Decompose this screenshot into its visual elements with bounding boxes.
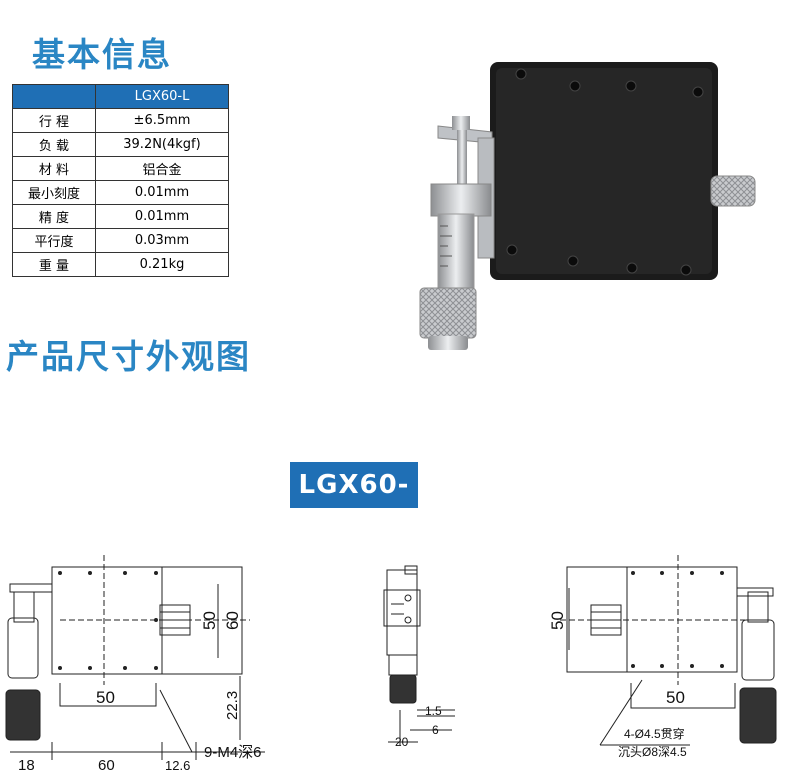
dim-side-20: 20 <box>395 735 409 749</box>
side-view <box>383 565 455 745</box>
dim-bottom-50-horizontal: 50 <box>666 688 685 707</box>
stage-screw-holes <box>506 68 704 276</box>
dim-side-1-5: 1.5 <box>425 704 442 718</box>
bottom-view <box>560 555 777 746</box>
spec-header-row: LGX60-L <box>12 84 229 109</box>
tap-hole-note: 9-M4深6 <box>204 744 262 761</box>
through-hole-note: 4-Ø4.5贯穿 <box>624 726 685 741</box>
spec-header-blank <box>12 84 96 109</box>
dim-side-6: 6 <box>432 723 439 737</box>
top-view <box>5 555 265 760</box>
micrometer-sleeve <box>437 213 475 291</box>
spec-value: 铝合金 <box>95 156 229 181</box>
dim-top-50-vertical: 50 <box>200 611 219 630</box>
spec-label: 平行度 <box>12 228 96 253</box>
spec-label: 材 料 <box>12 156 96 181</box>
spec-model: LGX60-L <box>95 84 229 109</box>
spec-value: 0.01mm <box>95 204 229 229</box>
spec-value: 0.21kg <box>95 252 229 277</box>
spec-value: 39.2N(4kgf) <box>95 132 229 157</box>
micrometer-clamp <box>430 183 492 217</box>
dimension-section-title: 产品尺寸外观图 <box>6 337 251 376</box>
dim-top-12-6: 12.6 <box>165 758 190 773</box>
dim-top-18: 18 <box>18 757 35 774</box>
dim-top-60-horizontal: 60 <box>98 757 115 774</box>
model-badge: LGX60-L <box>290 462 418 546</box>
dim-top-60-vertical: 60 <box>223 611 242 630</box>
basic-info-title: 基本信息 <box>32 35 172 74</box>
dim-bottom-50-vertical: 50 <box>548 611 567 630</box>
spec-row: 材 料铝合金 <box>12 156 229 181</box>
dim-top-50-horizontal: 50 <box>96 688 115 707</box>
spec-label: 重 量 <box>12 252 96 277</box>
lock-knob-icon <box>710 175 756 207</box>
spec-value: 0.03mm <box>95 228 229 253</box>
dim-top-22-3: 22.3 <box>224 691 241 720</box>
counterbore-note: 沉头Ø8深4.5 <box>618 745 687 759</box>
spec-value: 0.01mm <box>95 180 229 205</box>
